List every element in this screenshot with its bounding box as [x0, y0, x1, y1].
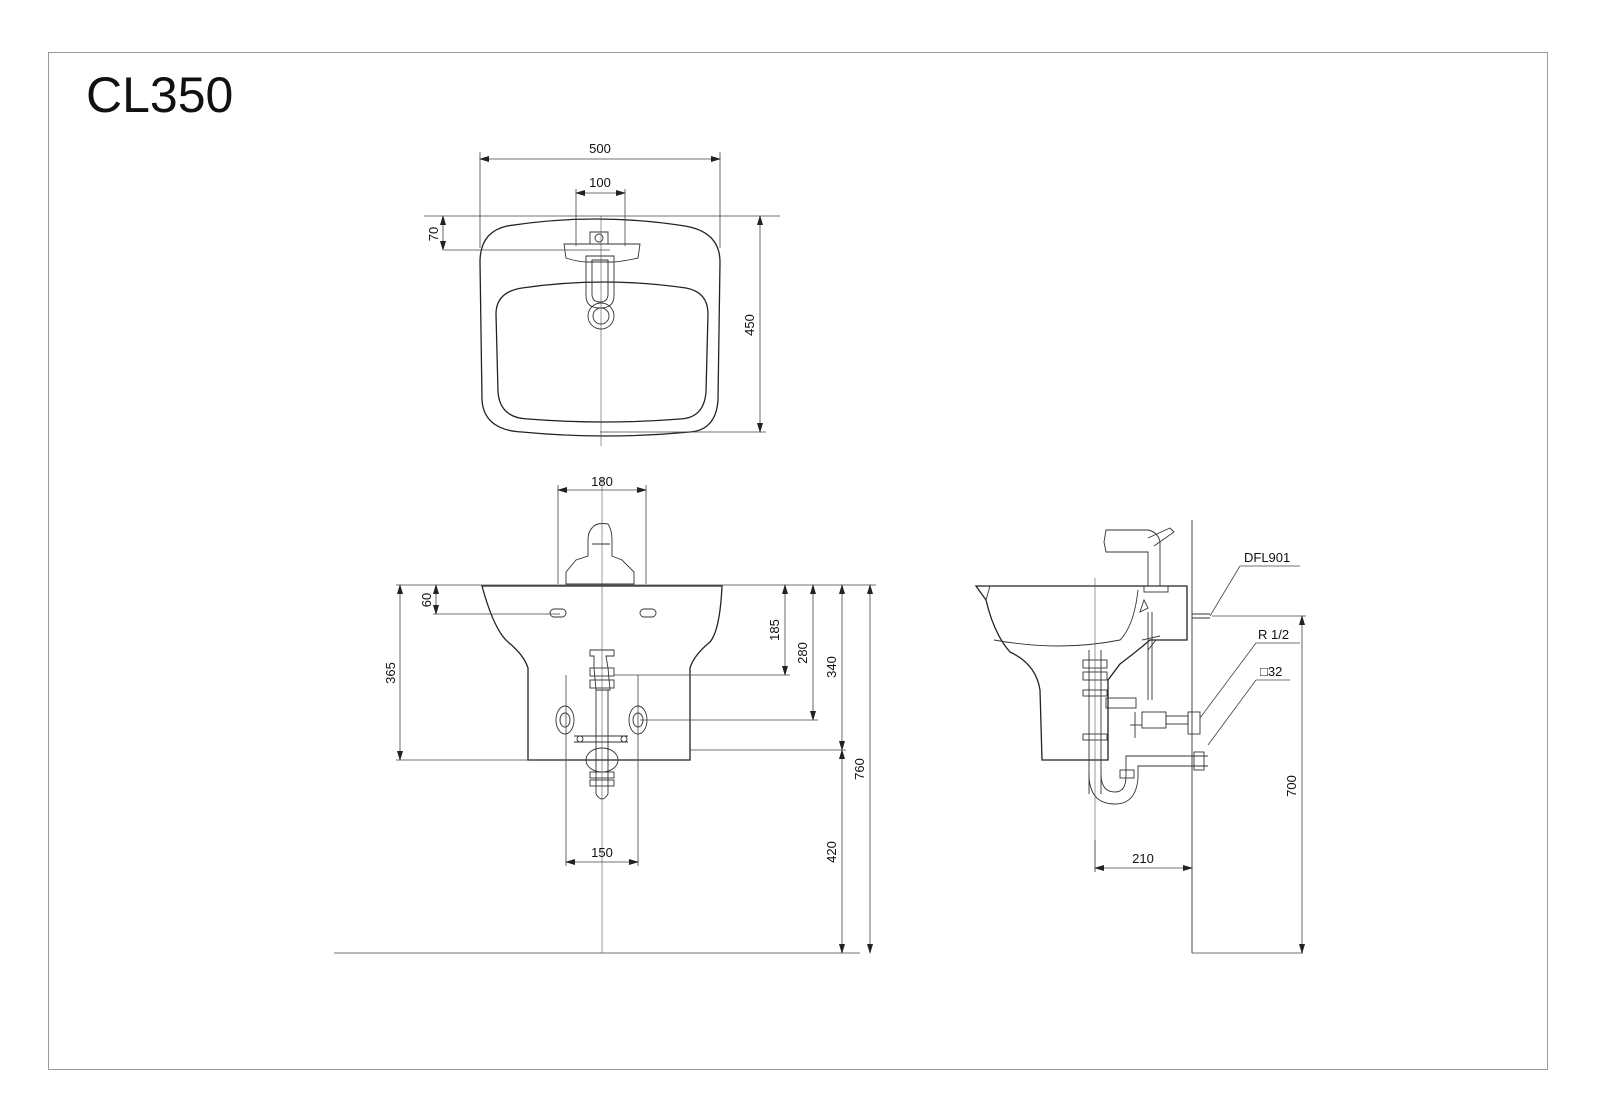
dim-760: 760: [852, 758, 867, 780]
label-drain-size: □32: [1260, 664, 1282, 679]
dim-front-width-bottom: 150: [591, 845, 613, 860]
dim-tap-width: 100: [589, 175, 611, 190]
side-view-dimensions: DFL901 R 1/2 □32 700 210: [1094, 550, 1306, 954]
dim-top-width: 500: [589, 141, 611, 156]
dim-front-width-top: 180: [591, 474, 613, 489]
front-view: [334, 478, 860, 954]
dim-420: 420: [824, 841, 839, 863]
dim-top-depth: 450: [742, 314, 757, 336]
dim-basin-height: 365: [383, 662, 398, 684]
label-thread: R 1/2: [1258, 627, 1289, 642]
dim-210: 210: [1132, 851, 1154, 866]
top-view-dimensions: 500 100 70 450: [424, 141, 780, 433]
dim-340: 340: [824, 656, 839, 678]
drawing-frame: [48, 52, 1548, 1070]
side-view: [974, 520, 1303, 954]
dim-700: 700: [1284, 775, 1299, 797]
front-view-dimensions: 180 150 60 365 185 280 340 420 760: [383, 474, 876, 954]
label-faucet-model: DFL901: [1244, 550, 1290, 565]
model-title: CL350: [86, 67, 234, 123]
dim-280: 280: [795, 642, 810, 664]
dim-tap-offset: 70: [426, 227, 441, 241]
dim-overflow-height: 60: [419, 593, 434, 607]
dim-185: 185: [767, 619, 782, 641]
top-view: [479, 216, 721, 446]
